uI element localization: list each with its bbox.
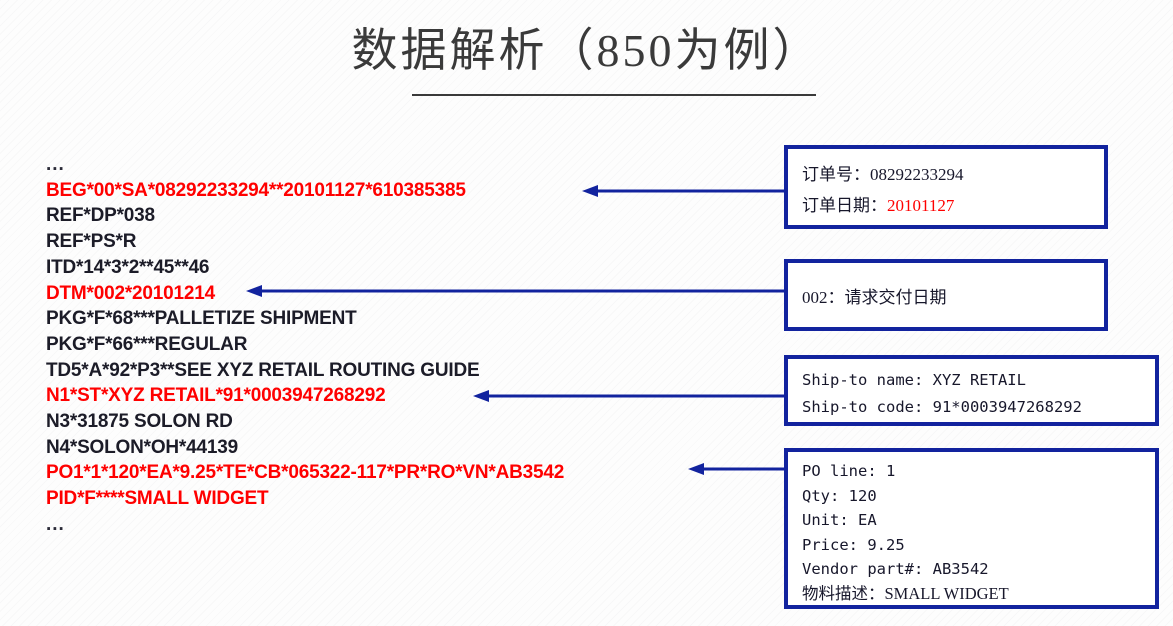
edi-line-itd: ITD*14*3*2**45**46 (46, 256, 210, 278)
edi-line-ref-ps: REF*PS*R (46, 231, 137, 253)
edi-line-n4: N4*SOLON*OH*44139 (46, 436, 238, 458)
edi-message-block: ... BEG*00*SA*08292233294**20101127*6103… (46, 152, 646, 538)
edi-line-n1: N1*ST*XYZ RETAIL*91*0003947268292 (46, 385, 386, 407)
callout-order-number: 订单号：08292233294 (802, 165, 964, 184)
callout-shipto-code: Ship-to code: 91*0003947268292 (802, 398, 1082, 416)
callout-shipto-info: Ship-to name: XYZ RETAIL Ship-to code: 9… (784, 355, 1159, 426)
callout-order-date: 订单日期：20101127 (802, 190, 1104, 221)
edi-line-ref-dp: REF*DP*038 (46, 205, 155, 227)
callout-order-info: 订单号：08292233294 订单日期：20101127 (784, 145, 1108, 229)
edi-line: ... (46, 154, 65, 175)
page-title: 数据解析（850为例） (351, 25, 822, 76)
edi-line-pid: PID*F****SMALL WIDGET (46, 488, 269, 510)
callout-po-qty: Qty: 120 (802, 486, 877, 505)
edi-line-pkg-66: PKG*F*66***REGULAR (46, 333, 248, 355)
callout-order-date-label: 订单日期： (802, 196, 887, 215)
callout-dtm-text: 002：请求交付日期 (802, 287, 947, 307)
edi-line: ... (46, 513, 65, 535)
callout-shipto-name: Ship-to name: XYZ RETAIL (802, 371, 1026, 389)
callout-poline-info: PO line: 1 Qty: 120 Unit: EA Price: 9.25… (784, 448, 1159, 609)
callout-po-vendor-part: Vendor part#: AB3542 (802, 560, 989, 578)
arrow-to-dtm-line (246, 283, 788, 299)
arrow-to-n1-line (473, 388, 788, 404)
edi-line-n3: N3*31875 SOLON RD (46, 411, 233, 433)
callout-dtm-info: 002：请求交付日期 (784, 259, 1108, 331)
callout-po-description: 物料描述：SMALL WIDGET (802, 583, 1009, 603)
arrow-to-beg-line (582, 183, 788, 199)
callout-po-line: PO line: 1 (802, 462, 896, 480)
title-divider (412, 94, 816, 96)
edi-line-dtm: DTM*002*20101214 (46, 282, 215, 304)
arrow-to-po1-line (688, 461, 788, 477)
callout-order-date-value: 20101127 (887, 196, 955, 215)
edi-line-td5: TD5*A*92*P3**SEE XYZ RETAIL ROUTING GUID… (46, 359, 480, 381)
callout-po-unit: Unit: EA (802, 511, 877, 529)
edi-line-pkg-68: PKG*F*68***PALLETIZE SHIPMENT (46, 308, 357, 330)
edi-line-po1: PO1*1*120*EA*9.25*TE*CB*065322-117*PR*RO… (46, 462, 565, 484)
edi-line-beg: BEG*00*SA*08292233294**20101127*61038538… (46, 179, 466, 201)
callout-po-price: Price: 9.25 (802, 535, 905, 554)
